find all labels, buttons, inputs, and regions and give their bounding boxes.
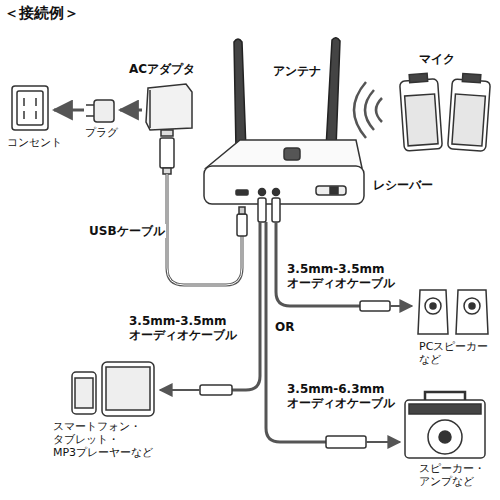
- smartphone-tablet-icon: [72, 362, 154, 416]
- receiver-label: レシーバー: [372, 178, 434, 192]
- amplifier-icon: [405, 392, 485, 458]
- or-label: OR: [274, 320, 295, 334]
- cable-label: 3.5mm-3.5mm オーディオケーブル: [286, 262, 396, 291]
- device-label: スピーカー・ アンプなど: [418, 462, 486, 488]
- adapter-label: ACアダプタ: [128, 62, 196, 76]
- outlet-icon: [12, 86, 48, 130]
- antenna-label: アンテナ: [272, 64, 322, 78]
- plug-label: プラグ: [84, 126, 119, 139]
- outlet-label: コンセント: [6, 136, 63, 149]
- ac-adapter-icon: [146, 84, 192, 136]
- arrow: [54, 109, 84, 112]
- device-label: PCスピーカー など: [418, 340, 489, 366]
- plug-icon: [86, 100, 114, 122]
- cable-label: USBケーブル: [88, 224, 166, 238]
- antenna-icon: [234, 38, 340, 150]
- microphone-icon: [399, 73, 491, 152]
- microphone-label: マイク: [418, 52, 456, 66]
- diagram-title: ＜接続例＞: [4, 4, 79, 23]
- arrow: [120, 109, 142, 112]
- cable-label: 3.5mm-6.3mm オーディオケーブル: [286, 382, 396, 411]
- pc-speaker-icon: [418, 290, 488, 334]
- wireless-waves: [354, 82, 382, 138]
- receiver-icon: [204, 140, 364, 204]
- device-label: スマートフォン・ タブレット・ MP3プレーヤーなど: [52, 420, 154, 460]
- cable-label: 3.5mm-3.5mm オーディオケーブル: [128, 314, 238, 343]
